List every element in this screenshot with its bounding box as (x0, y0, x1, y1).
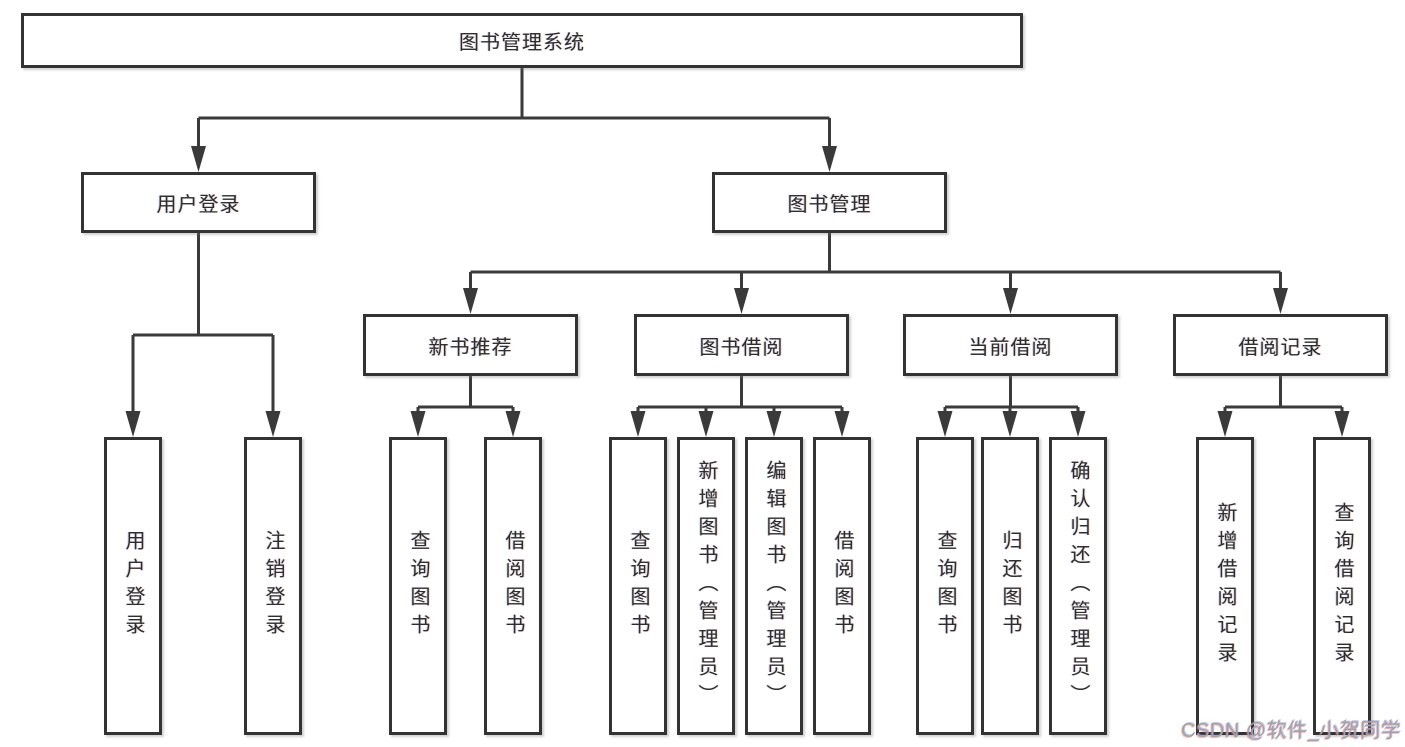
leaf-borrow-query-books-label: 查询图书 (627, 530, 649, 642)
leaf-records-query-record-label: 查询借阅记录 (1331, 502, 1353, 670)
node-current-borrow-label: 当前借阅 (968, 336, 1053, 359)
leaf-records-add-record: 新增借阅记录 (1196, 437, 1254, 735)
node-new-book-recommend-label: 新书推荐 (428, 336, 513, 359)
leaf-borrow-add-books-admin-label: 新增图书（管理员） (695, 460, 717, 712)
node-library-system: 图书管理系统 (21, 13, 1023, 68)
leaf-current-query-books-label: 查询图书 (934, 530, 956, 642)
leaf-login: 用户登录 (104, 437, 162, 735)
arrowheads (125, 146, 1350, 437)
leaf-borrow-add-books-admin: 新增图书（管理员） (677, 437, 735, 735)
node-library-system-label: 图书管理系统 (459, 32, 585, 54)
node-book-borrow-label: 图书借阅 (699, 336, 784, 359)
node-book-borrow: 图书借阅 (634, 314, 849, 376)
leaf-current-confirm-return-admin-label: 确认归还（管理员） (1067, 460, 1089, 712)
leaf-login-label: 用户登录 (122, 530, 144, 642)
leaf-records-add-record-label: 新增借阅记录 (1214, 502, 1236, 670)
node-new-book-recommend: 新书推荐 (363, 314, 578, 376)
node-current-borrow: 当前借阅 (903, 314, 1118, 376)
leaf-current-query-books: 查询图书 (916, 437, 974, 735)
node-user-login: 用户登录 (81, 172, 316, 233)
node-borrow-records-label: 借阅记录 (1238, 336, 1323, 359)
leaf-recommend-borrow-books-label: 借阅图书 (502, 530, 524, 642)
leaf-recommend-query-books-label: 查询图书 (407, 530, 429, 642)
leaf-borrow-borrow-books: 借阅图书 (813, 437, 871, 735)
csdn-watermark: CSDN @软件_小贺同学 (1181, 720, 1402, 742)
leaf-records-query-record: 查询借阅记录 (1313, 437, 1371, 735)
node-book-management-label: 图书管理 (787, 194, 872, 216)
leaf-current-return-books-label: 归还图书 (999, 530, 1021, 642)
leaf-recommend-query-books: 查询图书 (389, 437, 447, 735)
leaf-current-return-books: 归还图书 (981, 437, 1039, 735)
leaf-current-confirm-return-admin: 确认归还（管理员） (1049, 437, 1107, 735)
leaf-borrow-edit-books-admin-label: 编辑图书（管理员） (763, 460, 785, 712)
leaf-borrow-edit-books-admin: 编辑图书（管理员） (745, 437, 803, 735)
leaf-logout-label: 注销登录 (262, 530, 284, 642)
node-book-management: 图书管理 (712, 172, 947, 233)
leaf-logout: 注销登录 (244, 437, 302, 735)
leaf-borrow-query-books: 查询图书 (609, 437, 667, 735)
leaf-recommend-borrow-books: 借阅图书 (484, 437, 542, 735)
leaf-borrow-borrow-books-label: 借阅图书 (831, 530, 853, 642)
node-borrow-records: 借阅记录 (1173, 314, 1388, 376)
node-user-login-label: 用户登录 (156, 194, 241, 216)
